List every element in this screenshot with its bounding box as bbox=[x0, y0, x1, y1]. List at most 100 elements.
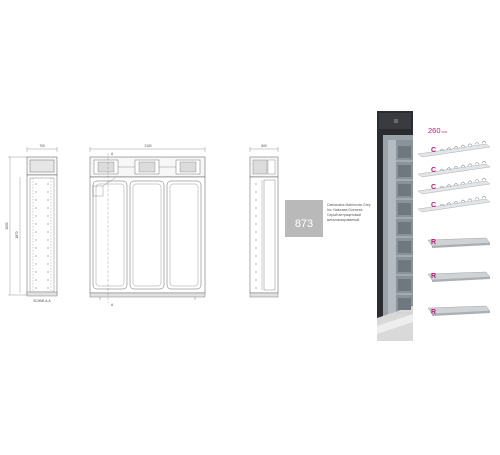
shelf-mark bbox=[47, 183, 49, 185]
side-view-shelf-marks bbox=[35, 183, 49, 289]
shelf-mark bbox=[35, 279, 37, 281]
rack-hook bbox=[467, 163, 473, 166]
rack-label-c1: C bbox=[431, 147, 436, 154]
interior-panel-slots bbox=[396, 146, 413, 314]
swatch-caption-line-1: Carbonatos Matrimonio Grey bbox=[327, 203, 371, 207]
rack-hook bbox=[474, 142, 480, 145]
rack-hook bbox=[446, 202, 452, 205]
rack-hook bbox=[481, 177, 487, 181]
length-label: 260cm bbox=[428, 126, 448, 135]
shelf-racks bbox=[427, 237, 491, 316]
rack-hook bbox=[453, 201, 459, 204]
right-width-dimension: 600 bbox=[261, 144, 267, 148]
shelf-mark bbox=[35, 231, 37, 233]
shelf-mark bbox=[255, 271, 257, 273]
rack-hook bbox=[460, 199, 466, 203]
shelf-mark bbox=[255, 231, 257, 233]
shelf-edge bbox=[432, 277, 490, 282]
front-view-drawing bbox=[89, 147, 206, 303]
shelf-mark bbox=[255, 223, 257, 225]
shelf-mark bbox=[255, 287, 257, 289]
rack-hook bbox=[481, 140, 487, 144]
shelf-mark bbox=[255, 183, 257, 185]
shelf-mark bbox=[47, 207, 49, 209]
rack-hook bbox=[460, 144, 466, 148]
right-view-drawing bbox=[249, 147, 279, 298]
shelf-edge bbox=[432, 243, 490, 248]
rack-hook bbox=[439, 168, 445, 172]
rack-hook bbox=[481, 160, 487, 164]
section-marker-bottom: A bbox=[111, 303, 114, 307]
shelf-mark bbox=[35, 199, 37, 201]
shelf-mark bbox=[47, 239, 49, 241]
shelf-mark bbox=[47, 191, 49, 193]
shelf-mark bbox=[35, 207, 37, 209]
shelf-mark bbox=[35, 223, 37, 225]
rack-hook bbox=[474, 197, 480, 200]
color-swatch bbox=[285, 200, 323, 237]
rack-hook bbox=[453, 183, 459, 186]
panel-slot bbox=[398, 203, 411, 215]
rack-hook bbox=[481, 195, 487, 199]
shelf-mark bbox=[47, 287, 49, 289]
panel-slot bbox=[398, 184, 411, 196]
shelf-mark bbox=[47, 231, 49, 233]
shelf-mark bbox=[255, 255, 257, 257]
shelf-mark bbox=[255, 191, 257, 193]
section-marker-top: A bbox=[111, 152, 114, 156]
panel-slot bbox=[398, 146, 411, 158]
rack-bar bbox=[417, 143, 491, 158]
length-value: 260 bbox=[428, 126, 441, 135]
rack-hook bbox=[446, 147, 452, 150]
side-inner-height-dimension: 1870 bbox=[15, 231, 19, 238]
panel-slot bbox=[398, 298, 411, 310]
right-view-shelf-marks bbox=[255, 183, 257, 289]
rack-label-r3: R bbox=[431, 309, 436, 316]
rack-hook bbox=[467, 198, 473, 201]
length-unit: cm bbox=[442, 129, 448, 134]
rack-hook bbox=[446, 167, 452, 170]
shelf-mark bbox=[255, 247, 257, 249]
section-label: SCHNE A-A bbox=[33, 299, 51, 303]
shelf-mark bbox=[255, 215, 257, 217]
panel-slot bbox=[398, 279, 411, 291]
shelf-mark bbox=[255, 239, 257, 241]
shelf-mark bbox=[35, 271, 37, 273]
shelf-mark bbox=[47, 279, 49, 281]
panel-slot bbox=[398, 260, 411, 272]
shelf-mark bbox=[255, 279, 257, 281]
side-view-drawing bbox=[8, 147, 58, 297]
rack-label-c2: C bbox=[431, 167, 436, 174]
shelf-mark bbox=[35, 287, 37, 289]
rack-bar bbox=[417, 163, 491, 178]
shelf-mark bbox=[255, 207, 257, 209]
rack-hook bbox=[460, 164, 466, 168]
swatch-caption-line-4: металлизированный bbox=[327, 218, 359, 222]
shelf-mark bbox=[35, 239, 37, 241]
shelf-mark bbox=[255, 263, 257, 265]
rack-label-c4: C bbox=[431, 202, 436, 209]
hanging-racks bbox=[417, 140, 491, 213]
shelf-mark bbox=[47, 271, 49, 273]
shelf-mark bbox=[35, 183, 37, 185]
shelf-mark bbox=[47, 215, 49, 217]
rack-hook bbox=[446, 184, 452, 187]
panel-slot bbox=[398, 222, 411, 234]
rack-label-c3: C bbox=[431, 184, 436, 191]
rack-hook bbox=[467, 143, 473, 146]
shelf-mark bbox=[255, 199, 257, 201]
panel-slot bbox=[398, 241, 411, 253]
shelf-mark bbox=[47, 199, 49, 201]
side-height-dimension: 2050 bbox=[5, 222, 9, 229]
rack-hook bbox=[453, 166, 459, 169]
shelf-mark bbox=[35, 191, 37, 193]
front-width-dimension: 2100 bbox=[144, 144, 151, 148]
shelf-mark bbox=[47, 263, 49, 265]
swatch-caption-line-3: Серый антрацитовый bbox=[327, 213, 361, 217]
rack-hook bbox=[474, 162, 480, 165]
shelf-mark bbox=[47, 255, 49, 257]
rack-label-r1: R bbox=[431, 239, 436, 246]
rack-hook bbox=[439, 185, 445, 189]
rack-bar bbox=[417, 198, 491, 213]
